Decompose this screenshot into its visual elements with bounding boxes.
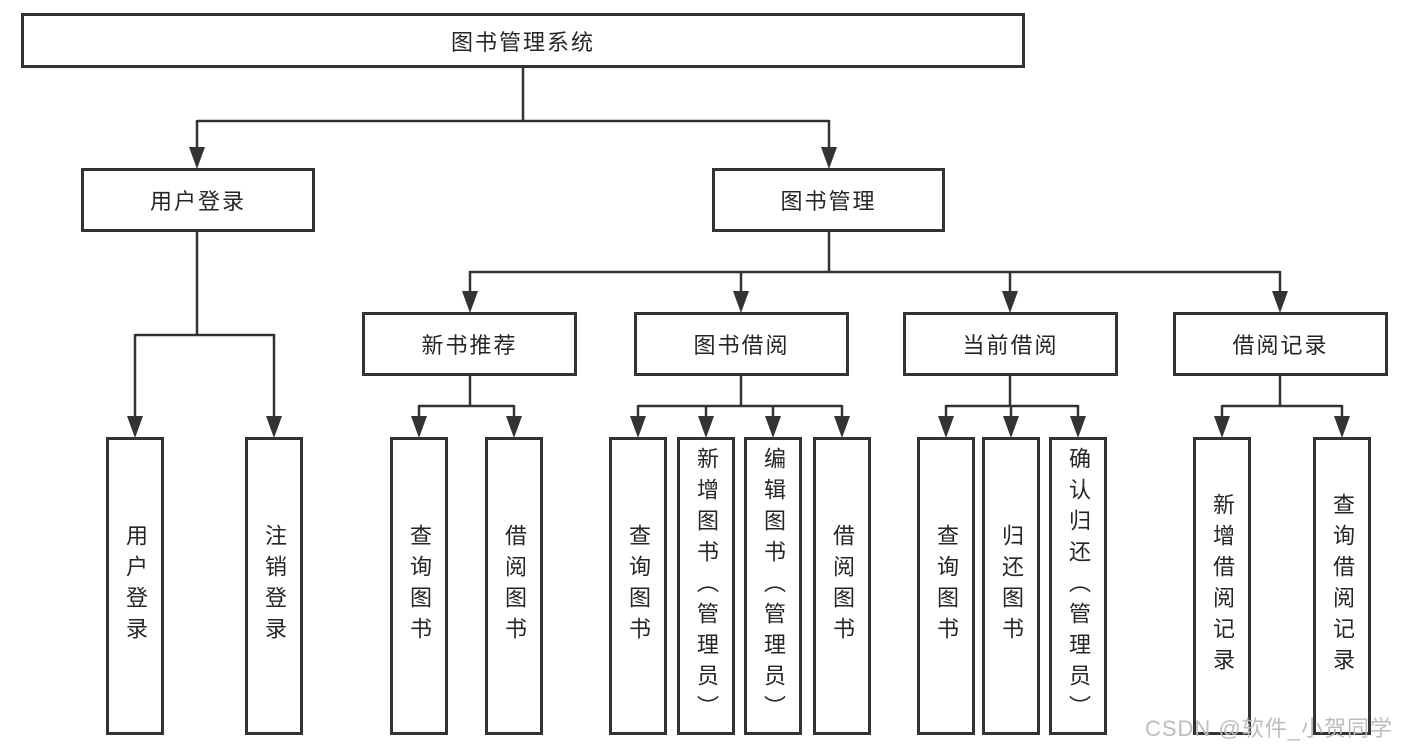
node-label: 图书管理系统	[450, 29, 595, 55]
node-label: 查询图书	[407, 524, 432, 648]
leaf-borrow-books-recommend: 借阅图书	[485, 437, 543, 735]
node-label: 借阅图书	[502, 524, 527, 648]
node-book-management: 图书管理	[712, 168, 945, 232]
node-borrow-records: 借阅记录	[1173, 312, 1388, 376]
leaf-return-book: 归还图书	[982, 437, 1040, 735]
leaf-user-login: 用户登录	[106, 437, 164, 735]
node-root-system: 图书管理系统	[21, 13, 1025, 68]
leaf-query-books-current: 查询图书	[917, 437, 975, 735]
leaf-confirm-return-admin: 确认归还（管理员）	[1049, 437, 1107, 735]
leaf-add-borrow-record: 新增借阅记录	[1193, 437, 1251, 735]
node-label: 归还图书	[999, 524, 1024, 648]
node-label: 用户登录	[123, 524, 148, 648]
node-label: 借阅图书	[830, 524, 855, 648]
node-label: 当前借阅	[962, 333, 1059, 358]
leaf-edit-book-admin: 编辑图书（管理员）	[744, 437, 802, 735]
node-label: 新增借阅记录	[1210, 493, 1235, 679]
leaf-logout: 注销登录	[245, 437, 303, 735]
node-label: 用户登录	[149, 189, 246, 214]
node-user-login: 用户登录	[81, 168, 315, 232]
leaf-add-book-admin: 新增图书（管理员）	[677, 437, 735, 735]
node-book-borrow: 图书借阅	[634, 312, 849, 376]
arrowheads	[127, 147, 1350, 438]
node-label: 查询图书	[934, 524, 959, 648]
node-label: 查询图书	[626, 524, 651, 648]
node-label: 借阅记录	[1232, 333, 1329, 358]
node-label: 确认归还（管理员）	[1066, 446, 1091, 726]
leaf-query-borrow-record: 查询借阅记录	[1313, 437, 1371, 735]
node-label: 查询借阅记录	[1330, 493, 1355, 679]
leaf-query-books-recommend: 查询图书	[390, 437, 448, 735]
node-new-book-recommend: 新书推荐	[362, 312, 577, 376]
node-label: 图书管理	[780, 189, 877, 214]
node-label: 编辑图书（管理员）	[761, 446, 786, 726]
watermark-csdn: CSDN @软件_小贺同学	[1144, 716, 1393, 741]
node-current-borrow: 当前借阅	[903, 312, 1118, 376]
node-label: 新增图书（管理员）	[694, 446, 719, 726]
node-label: 注销登录	[262, 524, 287, 648]
leaf-query-books-borrow: 查询图书	[609, 437, 667, 735]
leaf-borrow-books: 借阅图书	[813, 437, 871, 735]
node-label: 新书推荐	[421, 333, 518, 358]
node-label: 图书借阅	[693, 333, 790, 358]
